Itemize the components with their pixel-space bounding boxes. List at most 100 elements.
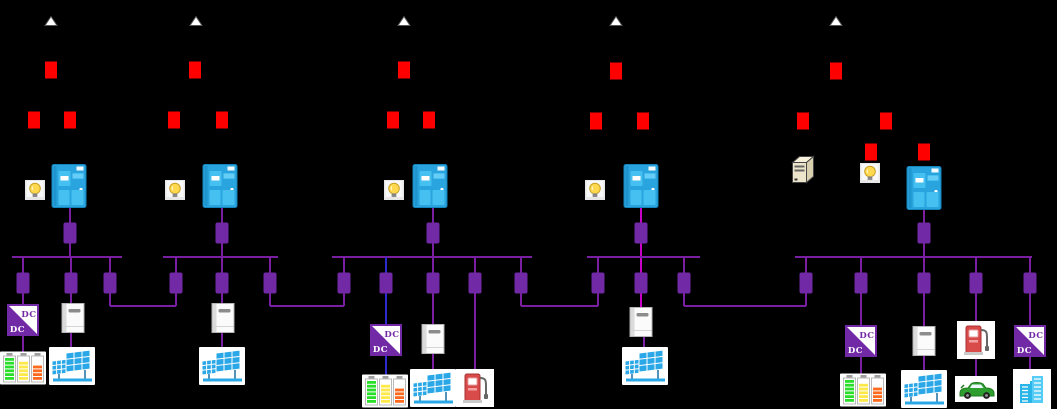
f2-branch-breaker-left	[168, 111, 180, 129]
f1-main-breaker	[45, 61, 57, 79]
f3-branch-breaker-left	[387, 111, 399, 129]
f2-cabinet-fuse	[215, 222, 229, 244]
f3-dc-dc-converter-icon: DC DC	[370, 324, 402, 356]
fuse-icon	[677, 272, 691, 294]
f5-battery-bank-icon	[840, 373, 886, 407]
dc-label-bottom: DC	[10, 325, 25, 335]
fuse-icon	[917, 222, 931, 244]
f3-tie-fuse-left	[337, 272, 351, 294]
fuse-icon	[379, 272, 393, 294]
f5-electric-car-icon	[955, 376, 997, 402]
triangle-source-icon	[189, 15, 203, 26]
breaker-icon	[28, 111, 40, 129]
f1-branch-breaker-right	[64, 111, 76, 129]
f2-tie-fuse-right	[263, 272, 277, 294]
f5-building-load-icon	[1013, 369, 1051, 409]
f3-pv-branch-fuse	[426, 272, 440, 294]
f2-grid-source-icon	[189, 15, 203, 27]
fuse-icon	[64, 272, 78, 294]
f4-light-load-icon	[585, 180, 605, 200]
f3-cabinet-fuse	[426, 222, 440, 244]
breaker-icon	[865, 143, 877, 161]
battery-bank-icon	[0, 351, 46, 385]
triangle-source-icon	[44, 15, 58, 26]
f5-light-load-icon	[860, 163, 880, 183]
f5-pv-inverter-icon	[912, 326, 936, 356]
f4-tie-fuse-right	[677, 272, 691, 294]
f4-pv-inverter-icon	[629, 307, 653, 337]
f3-fuel-branch-fuse	[468, 272, 482, 294]
inverter-icon	[211, 303, 235, 333]
solar-panel-icon	[901, 370, 947, 408]
f5-grid-source-icon	[829, 15, 843, 27]
fuse-icon	[426, 222, 440, 244]
fuse-icon	[917, 272, 931, 294]
fuse-icon	[591, 272, 605, 294]
f4-main-breaker	[610, 62, 622, 80]
inverter-icon	[421, 324, 445, 354]
light-bulb-icon	[384, 180, 404, 200]
triangle-source-icon	[829, 15, 843, 26]
f4-pv-branch-fuse	[634, 272, 648, 294]
f1-light-load-icon	[25, 180, 45, 200]
f3-meter-cabinet-icon	[412, 164, 448, 208]
f5-sub-breaker-left	[865, 143, 877, 161]
battery-bank-icon	[362, 374, 408, 408]
f4-cabinet-fuse	[634, 222, 648, 244]
f1-battery-bank-icon	[0, 351, 46, 385]
dc-dc-converter-icon: DC DC	[370, 324, 402, 356]
f5-branch-breaker-right	[880, 112, 892, 130]
inverter-icon	[912, 326, 936, 356]
breaker-icon	[590, 112, 602, 130]
dc-label-top: DC	[859, 331, 874, 341]
f1-pv-branch-fuse	[64, 272, 78, 294]
breaker-icon	[168, 111, 180, 129]
f4-grid-source-icon	[609, 15, 623, 27]
f3-battery-branch-fuse	[379, 272, 393, 294]
fuse-icon	[799, 272, 813, 294]
buildings-icon	[1013, 369, 1051, 409]
fuel-pump-icon	[957, 321, 995, 359]
fuse-icon	[514, 272, 528, 294]
dc-dc-converter-icon: DC DC	[1014, 325, 1046, 357]
f5-solar-array-icon	[901, 370, 947, 408]
breaker-icon	[637, 112, 649, 130]
dc-label-top: DC	[1028, 331, 1043, 341]
fuse-icon	[634, 272, 648, 294]
f1-solar-array-icon	[49, 347, 95, 385]
breaker-icon	[398, 61, 410, 79]
breaker-icon	[797, 112, 809, 130]
f4-meter-cabinet-icon	[623, 164, 659, 208]
f2-tie-fuse-left	[169, 272, 183, 294]
f2-light-load-icon	[165, 180, 185, 200]
breaker-icon	[918, 143, 930, 161]
f2-main-breaker	[189, 61, 201, 79]
f5-ev-charger-pump-icon	[957, 321, 995, 359]
battery-bank-icon	[840, 373, 886, 407]
solar-panel-icon	[49, 347, 95, 385]
light-bulb-icon	[860, 163, 880, 183]
dc-dc-converter-icon: DC DC	[7, 304, 39, 336]
f2-meter-cabinet-icon	[202, 164, 238, 208]
dc-dc-converter-icon: DC DC	[845, 325, 877, 357]
f5-cabinet-fuse	[917, 222, 931, 244]
f4-solar-array-icon	[622, 347, 668, 385]
f5-building-branch-fuse	[1023, 272, 1037, 294]
light-bulb-icon	[165, 180, 185, 200]
f5-meter-cabinet-icon	[906, 166, 942, 210]
breaker-icon	[216, 111, 228, 129]
f5-dc-dc-converter-2-icon: DC DC	[1014, 325, 1046, 357]
fuel-pump-icon	[456, 369, 494, 407]
f3-tie-fuse-right	[514, 272, 528, 294]
breaker-icon	[189, 61, 201, 79]
dc-label-bottom: DC	[373, 345, 388, 355]
breaker-icon	[423, 111, 435, 129]
f5-pv-branch-fuse	[917, 272, 931, 294]
fuse-icon	[16, 272, 30, 294]
f1-meter-cabinet-icon	[51, 164, 87, 208]
meter-cabinet-icon	[202, 164, 238, 208]
meter-cabinet-icon	[412, 164, 448, 208]
meter-cabinet-icon	[623, 164, 659, 208]
